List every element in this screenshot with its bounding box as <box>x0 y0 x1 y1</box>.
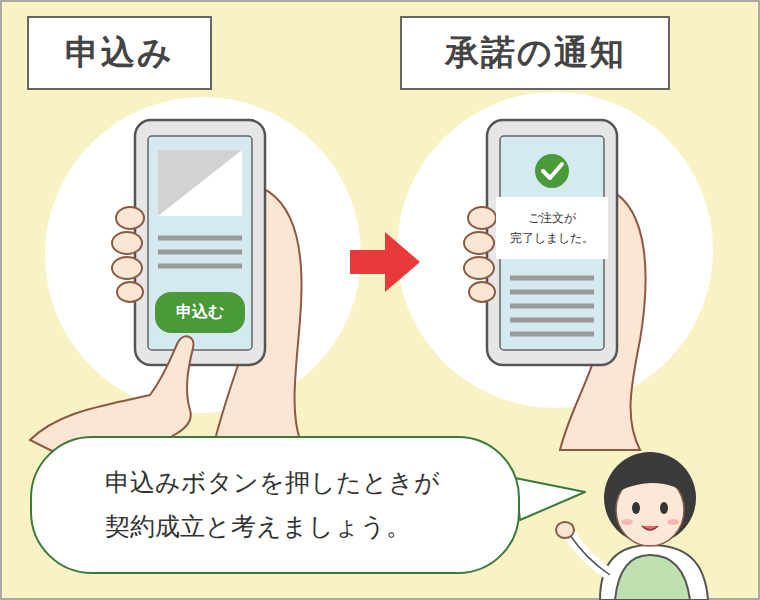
left-phone <box>135 120 265 365</box>
check-mark <box>543 164 562 178</box>
node-text: ご注文が 完了しました。 <box>496 208 608 249</box>
flow-arrow <box>350 232 420 292</box>
node-text: 承諾の通知 <box>445 30 626 76</box>
text-lines <box>510 278 594 334</box>
image-triangle <box>158 150 242 216</box>
speech-bubble: 申込みボタンを押したときが 契約成立と考えましょう。 <box>30 436 520 574</box>
bubble-tail <box>515 478 585 520</box>
left-circle <box>45 97 361 413</box>
right-hand-fingers <box>464 207 496 302</box>
right-phone <box>487 120 617 365</box>
apply-button: 申込む <box>155 292 245 333</box>
image-placeholder <box>158 150 242 216</box>
node-text: 申込みボタンを押したときが 契約成立と考えましょう。 <box>105 461 445 549</box>
title-box: 申込み <box>27 16 212 90</box>
character <box>556 452 708 600</box>
order-complete-message: ご注文が 完了しました。 <box>496 197 608 259</box>
right-circle <box>397 92 713 408</box>
left-hand-fingers <box>112 207 144 302</box>
node-text: 申込む <box>176 302 224 323</box>
text-lines <box>158 238 242 266</box>
node-text: 申込み <box>65 30 174 76</box>
title-box: 承諾の通知 <box>400 16 670 90</box>
check-icon <box>535 154 569 188</box>
left-screen <box>148 136 252 350</box>
